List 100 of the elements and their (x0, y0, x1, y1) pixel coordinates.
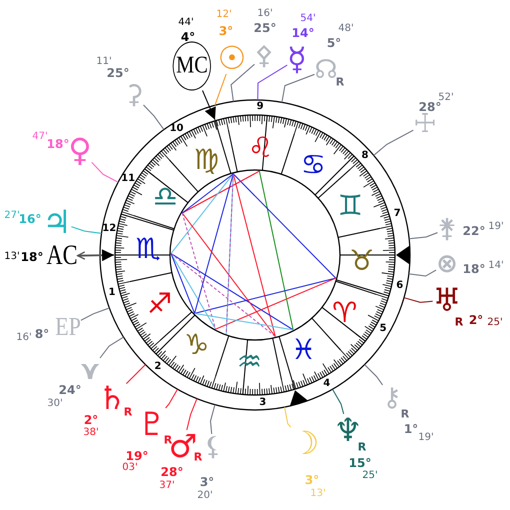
minute-label: 16' (16, 333, 32, 343)
planet-symbol: ♀ (68, 134, 92, 166)
leader-line (332, 388, 344, 414)
degree-label: 25° (254, 22, 276, 34)
minute-label: 13' (310, 489, 326, 499)
house-number: 3 (259, 398, 266, 408)
leader-line (100, 336, 124, 358)
degree-label: 2° (468, 314, 484, 326)
leader-line (281, 74, 315, 103)
planet-symbol: ☩ (413, 111, 437, 137)
minute-label: 25' (487, 318, 503, 328)
leader-line (373, 130, 414, 156)
degree-label: 18° (462, 263, 486, 275)
planet-symbol: ☽ (290, 427, 320, 459)
planet-symbol: ⊗ (436, 251, 458, 277)
planet-symbol: ⚳ (124, 82, 144, 108)
house-number: 6 (396, 280, 404, 291)
planet-symbol: ☉ (218, 42, 246, 74)
angle-label: AC (46, 240, 78, 272)
house-number: 10 (170, 124, 184, 134)
degree-label: 5° (326, 37, 342, 49)
planet-symbol: ♅ (432, 284, 462, 316)
leader-line (70, 226, 102, 234)
degree-label: 3° (304, 474, 320, 486)
minute-label: 47' (32, 132, 48, 142)
degree-label: 18° (46, 138, 70, 150)
leader-line (230, 64, 255, 102)
leader-line (210, 404, 216, 434)
leader-line (404, 297, 434, 303)
zodiac-sign-symbol: ♊ (338, 192, 363, 220)
planet-symbol: ☿ (287, 43, 307, 75)
leader-line (186, 398, 198, 430)
leader-line (214, 74, 227, 106)
house-number: 9 (256, 102, 264, 112)
retrograde-mark: R (164, 434, 172, 446)
degree-label: 24° (58, 384, 82, 396)
house-number: 4 (323, 379, 330, 390)
retrograde-mark: R (124, 406, 132, 418)
degree-label: 19° (126, 450, 148, 462)
house-number: 11 (121, 174, 136, 184)
leader-line (143, 104, 164, 130)
degree-label: 3° (200, 476, 214, 488)
arrow (76, 249, 114, 262)
minute-label: 27' (4, 211, 20, 221)
planet-symbol: ⚵ (437, 216, 457, 242)
minute-label: 30' (47, 399, 63, 409)
zodiac-sign-symbol: ♎ (152, 182, 178, 211)
retrograde-mark: R (336, 76, 344, 88)
zodiac-sign-symbol: ♈ (332, 299, 358, 328)
minute-label: 14' (488, 261, 504, 271)
planet-symbol: ☊ (314, 57, 338, 83)
minute-label: 11' (96, 57, 112, 67)
leader-line (408, 232, 438, 240)
house-number: 2 (154, 362, 162, 372)
minute-label: 37' (159, 481, 175, 491)
minute-label: 38' (83, 428, 99, 438)
planet-symbol: ⚴ (254, 43, 274, 69)
degree-label: 2° (84, 414, 98, 426)
minute-label: 13' (4, 252, 20, 262)
angle-label: MC (172, 42, 212, 90)
minute-label: 25' (362, 471, 378, 481)
planet-symbol: ♃ (42, 206, 72, 238)
minute-label: 52' (438, 93, 454, 103)
house-number: 5 (380, 324, 387, 334)
zodiac-sign-symbol: ♓ (291, 336, 316, 364)
minute-label: 03' (122, 463, 138, 473)
leader-line (91, 162, 119, 183)
minute-label: 19' (488, 222, 504, 232)
leader-line (364, 364, 384, 386)
house-number: 12 (102, 224, 116, 234)
retrograde-mark: R (400, 408, 410, 420)
planet-symbol: ⚷ (382, 385, 402, 411)
minute-label: 19' (418, 433, 434, 443)
degree-label: 22° (462, 225, 486, 237)
zodiac-sign-symbol: ♐ (147, 290, 172, 318)
leader-line (284, 406, 292, 428)
degree-label: 14° (292, 27, 314, 39)
house-number: 8 (362, 150, 368, 161)
planet-symbol: ⚸ (203, 434, 223, 460)
arrow (202, 90, 216, 120)
degree-label: 3° (218, 25, 234, 37)
retrograde-mark: R (358, 442, 366, 452)
minute-label: 44' (178, 18, 194, 28)
leader-line (80, 308, 110, 321)
minute-label: 48' (338, 24, 354, 34)
degree-label: 16° (18, 213, 42, 225)
minute-label: 54' (300, 14, 316, 24)
zodiac-sign-symbol: ♑ (184, 330, 210, 359)
leader-line (165, 388, 178, 408)
planet-symbol: ⋎ (79, 358, 101, 384)
house-number: 1 (108, 288, 116, 298)
minute-label: 12' (216, 10, 232, 20)
house-number: 7 (394, 209, 401, 220)
degree-label: 25° (106, 67, 130, 79)
leader-line (408, 270, 437, 277)
zodiac-sign-symbol: ♋ (300, 151, 326, 180)
degree-label: 8° (34, 328, 50, 340)
leader-line (126, 364, 146, 384)
retrograde-mark: R (454, 316, 464, 328)
leader-line (257, 64, 288, 100)
